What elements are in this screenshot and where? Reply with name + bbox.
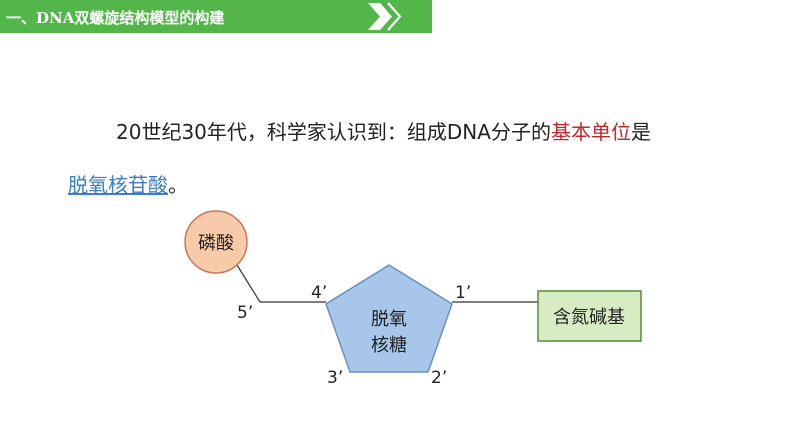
carbon-5-label: 5’ [237, 303, 253, 323]
base-box [537, 290, 642, 342]
phosphate-bond [236, 264, 261, 303]
intro-text: 20世纪30年代，科学家认识到：组成DNA分子的 [116, 120, 551, 144]
carbon-1-label: 1’ [455, 283, 471, 303]
section-header: 一、DNA双螺旋结构模型的构建 [0, 0, 432, 33]
deoxyribose-pentagon [325, 264, 453, 373]
deoxynucleotide-link[interactable]: 脱氧核苷酸 [68, 173, 168, 197]
intro-line: 20世纪30年代，科学家认识到：组成DNA分子的基本单位是 [68, 116, 748, 145]
base-label: 含氮碱基 [553, 307, 625, 328]
chevron-right-icon [368, 2, 402, 31]
sugar-label-line1: 脱氧 [371, 309, 407, 330]
sugar-label-line2: 核糖 [371, 335, 407, 356]
carbon-3-label: 3’ [327, 368, 343, 388]
intro-line-2: 脱氧核苷酸。 [68, 169, 748, 198]
carbon-4-label: 4’ [311, 283, 327, 303]
basic-unit-highlight: 基本单位 [550, 120, 631, 144]
phosphate-label: 磷酸 [198, 233, 234, 254]
phosphate-circle [184, 210, 248, 274]
carbon-2-label: 2’ [431, 368, 447, 388]
period: 。 [168, 173, 188, 197]
intro-text-end: 是 [630, 120, 651, 144]
section-title: 一、DNA双螺旋结构模型的构建 [6, 9, 225, 27]
